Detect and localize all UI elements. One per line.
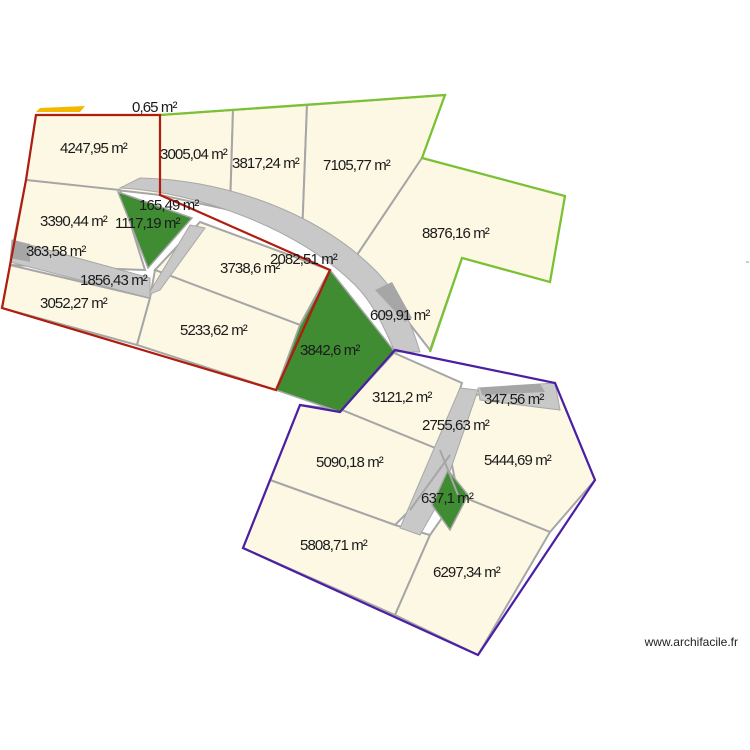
access-path-east-dark [375,282,412,322]
area-label: 7105,77 m² [323,157,391,174]
boundary-red [0,113,332,392]
area-label: 5444,69 m² [484,452,552,469]
area-label: 5233,62 m² [180,322,248,339]
area-label: 3842,6 m² [300,342,360,359]
access-path-main [118,177,421,353]
area-label: 2755,63 m² [422,417,490,434]
area-label: 165,49 m² [139,197,199,214]
area-labels: 0,65 m² 4247,95 m² 3005,04 m² 3817,24 m²… [26,99,553,581]
area-label: 1856,43 m² [80,272,148,289]
area-label: 3738,6 m² [220,260,280,277]
credit-text: www.archifacile.fr [644,635,738,649]
area-label: 1117,19 m² [115,215,181,232]
area-label: 0,65 m² [132,99,177,116]
area-label: 3817,24 m² [232,155,300,172]
marker-yellow [36,106,85,112]
boundaries-layer [0,93,597,657]
area-label: 4247,95 m² [60,140,128,157]
green-areas-layer [116,190,469,532]
access-path-west-dark [10,240,30,262]
area-label: 3005,04 m² [160,146,228,163]
area-label: 5808,71 m² [300,537,368,554]
access-path-southeast-dark [480,384,545,395]
area-label: 6297,34 m² [433,564,501,581]
green-area-637[interactable] [431,468,469,532]
boundary-green [159,93,567,353]
area-label: 8876,16 m² [422,225,490,242]
boundary-purple [241,348,597,657]
access-path-branch [146,224,206,297]
area-label: 3390,44 m² [40,213,108,230]
green-area-1117[interactable] [116,190,194,270]
area-label: 363,58 m² [26,243,86,260]
area-label: 3052,27 m² [40,295,108,312]
area-label: 5090,18 m² [316,454,384,471]
area-label: 347,56 m² [484,391,544,408]
area-label: 2082,51 m² [270,251,338,268]
area-label: 609,91 m² [370,307,430,324]
area-label: 637,1 m² [421,490,474,507]
area-label: 3121,2 m² [372,389,432,406]
